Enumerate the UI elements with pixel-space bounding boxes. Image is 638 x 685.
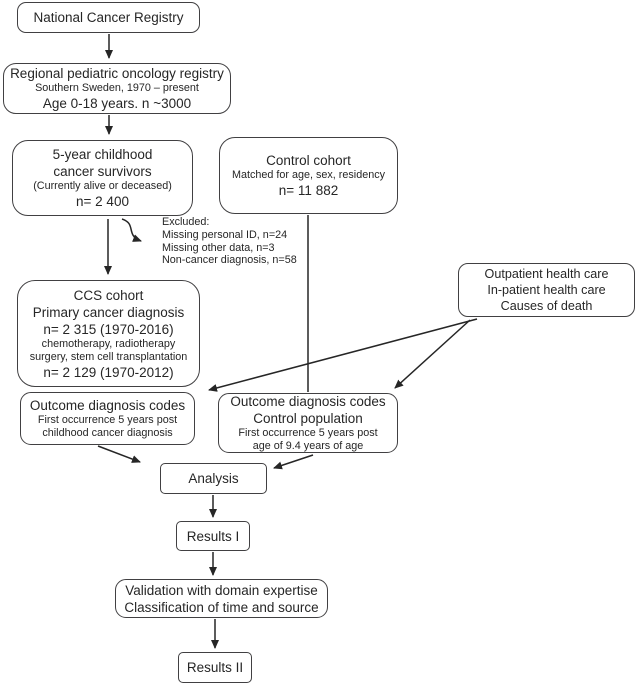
node-count: n= 2 400 [76,194,129,209]
node-analysis: Analysis [160,463,267,494]
node-detail: First occurrence 5 years post [37,414,178,426]
node-title: Regional pediatric oncology registry [10,66,224,81]
excluded-item: Missing other data, n=3 [162,241,275,254]
arrow-outcome-control-to-analysis [273,454,314,470]
node-subtitle: Matched for age, sex, residency [231,169,386,181]
node-national-cancer-registry: National Cancer Registry [17,2,200,33]
excluded-item: Non-cancer diagnosis, n=58 [162,254,297,267]
node-detail: childhood cancer diagnosis [42,427,173,439]
node-results-1: Results I [176,521,250,551]
arrow-survivors-to-excluded [121,218,142,242]
node-line: In-patient health care [487,283,606,297]
node-title: National Cancer Registry [33,10,184,25]
node-control-cohort: Control cohort Matched for age, sex, res… [219,137,398,214]
node-line: Causes of death [500,299,593,313]
arrow-sources-to-outcome-ccs [208,318,478,392]
node-title: Results II [186,660,244,675]
node-title: CCS cohort [73,287,144,303]
excluded-annotation: Excluded: Missing personal ID, n=24 Miss… [162,216,337,267]
node-title: 5-year childhood [52,147,153,162]
node-title: Outcome diagnosis codes [230,394,386,409]
node-subtitle: Southern Sweden, 1970 – present [35,82,199,94]
node-detail: First occurrence 5 years post [238,427,378,439]
node-health-data-sources: Outpatient health care In-patient health… [458,263,635,317]
node-detail: surgery, stem cell transplantation [29,350,188,363]
node-title: Analysis [188,471,239,486]
node-detail: chemotherapy, radiotherapy [41,337,176,350]
node-detail: Age 0-18 years. n ~3000 [42,96,192,111]
node-ccs-cohort: CCS cohort Primary cancer diagnosis n= 2… [17,280,200,387]
node-subtitle: Control population [253,411,363,426]
node-outcome-codes-control: Outcome diagnosis codes Control populati… [218,393,398,453]
node-line: Classification of time and source [124,599,319,615]
node-detail: age of 9.4 years of age [252,440,364,452]
node-subtitle: (Currently alive or deceased) [33,180,172,192]
node-title: Outcome diagnosis codes [29,398,186,413]
node-count: n= 2 315 (1970-2016) [43,321,174,337]
arrow-sources-to-outcome-control [394,319,471,389]
node-count: n= 11 882 [278,183,339,198]
excluded-heading: Excluded: [162,216,210,228]
node-results-2: Results II [178,652,252,683]
arrow-outcome-ccs-to-analysis [97,445,141,463]
node-count: n= 2 129 (1970-2012) [43,364,174,380]
node-subtitle: Primary cancer diagnosis [32,304,185,320]
node-5-year-survivors: 5-year childhood cancer survivors (Curre… [12,140,193,216]
node-line: Outpatient health care [484,267,609,281]
node-validation: Validation with domain expertise Classif… [115,579,328,618]
node-title: cancer survivors [53,164,152,179]
node-regional-pediatric-oncology-registry: Regional pediatric oncology registry Sou… [3,63,231,114]
node-outcome-codes-ccs: Outcome diagnosis codes First occurrence… [20,392,195,445]
node-title: Results I [186,528,240,544]
node-title: Control cohort [266,153,351,168]
excluded-item: Missing personal ID, n=24 [162,228,288,241]
node-line: Validation with domain expertise [125,582,318,598]
